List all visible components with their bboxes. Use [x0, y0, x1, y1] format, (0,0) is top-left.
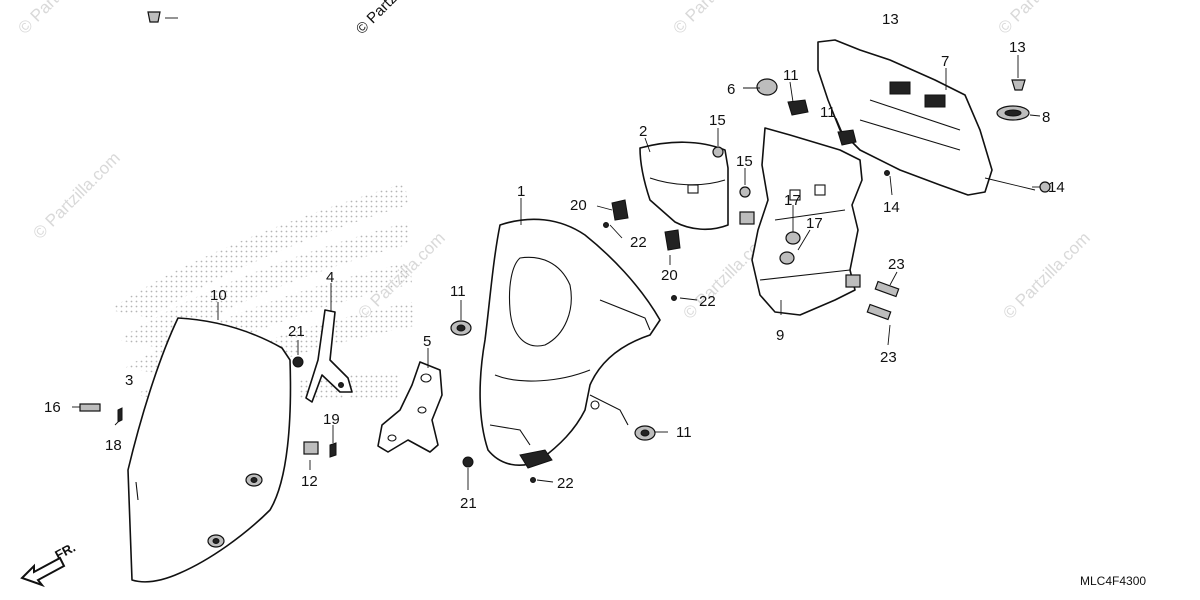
callout-11d: 11 [676, 424, 692, 441]
callout-15b: 15 [736, 153, 753, 170]
callout-13b: 13 [1009, 39, 1026, 56]
callout-1: 1 [517, 183, 525, 200]
callout-22c: 22 [557, 475, 574, 492]
callout-17b: 17 [806, 215, 823, 232]
callout-4: 4 [326, 269, 334, 286]
watermark-text-top: © Partzilla.com [353, 0, 436, 38]
callout-16: 16 [44, 399, 61, 416]
callout-15a: 15 [709, 112, 726, 129]
callout-7: 7 [941, 53, 949, 70]
callout-11a: 11 [783, 67, 799, 84]
watermark-text: © Partzilla.com [994, 0, 1088, 38]
diagram-code: MLC4F4300 [1080, 574, 1146, 588]
callout-21a: 21 [288, 323, 305, 340]
callout-10: 10 [210, 287, 227, 304]
callout-labels: 1 2 3 4 5 6 7 8 9 10 11 11 11 11 12 13 1… [44, 11, 1065, 512]
callout-14a: 14 [1048, 179, 1065, 196]
callout-22b: 22 [699, 293, 716, 310]
part-meter-cover [639, 141, 729, 231]
part-windscreen [127, 317, 292, 583]
callout-5: 5 [423, 333, 431, 350]
watermark-text: © Partzilla.com [669, 0, 763, 38]
hardware-group [79, 11, 1051, 483]
callout-23b: 23 [880, 349, 897, 366]
callout-23a: 23 [888, 256, 905, 273]
callout-18: 18 [105, 437, 122, 454]
callout-8: 8 [1042, 109, 1050, 126]
part-windscreen-stay [305, 309, 353, 403]
callout-11c: 11 [450, 283, 466, 300]
callout-21b: 21 [460, 495, 477, 512]
part-inner-cover [817, 39, 993, 196]
callout-3: 3 [125, 372, 133, 389]
watermark-text: © Partzilla.com [14, 0, 108, 38]
watermark-text: © Partzilla.com [999, 228, 1093, 322]
callout-12: 12 [301, 473, 318, 490]
callout-22a: 22 [630, 234, 647, 251]
callout-13a: 13 [882, 11, 899, 28]
part-front-cowl [479, 218, 661, 469]
callout-11b: 11 [820, 104, 836, 121]
leader-lines [72, 17, 1041, 490]
callout-14b: 14 [883, 199, 900, 216]
watermark-text: © Partzilla.com [29, 148, 123, 242]
callout-19: 19 [323, 411, 340, 428]
callout-20a: 20 [570, 197, 587, 214]
callout-20b: 20 [661, 267, 678, 284]
callout-17a: 17 [784, 192, 801, 209]
callout-2: 2 [639, 123, 647, 140]
front-arrow [20, 556, 66, 588]
callout-9: 9 [776, 327, 784, 344]
callout-6: 6 [727, 81, 735, 98]
part-inner-stay [739, 127, 863, 316]
part-side-bracket [377, 361, 443, 453]
